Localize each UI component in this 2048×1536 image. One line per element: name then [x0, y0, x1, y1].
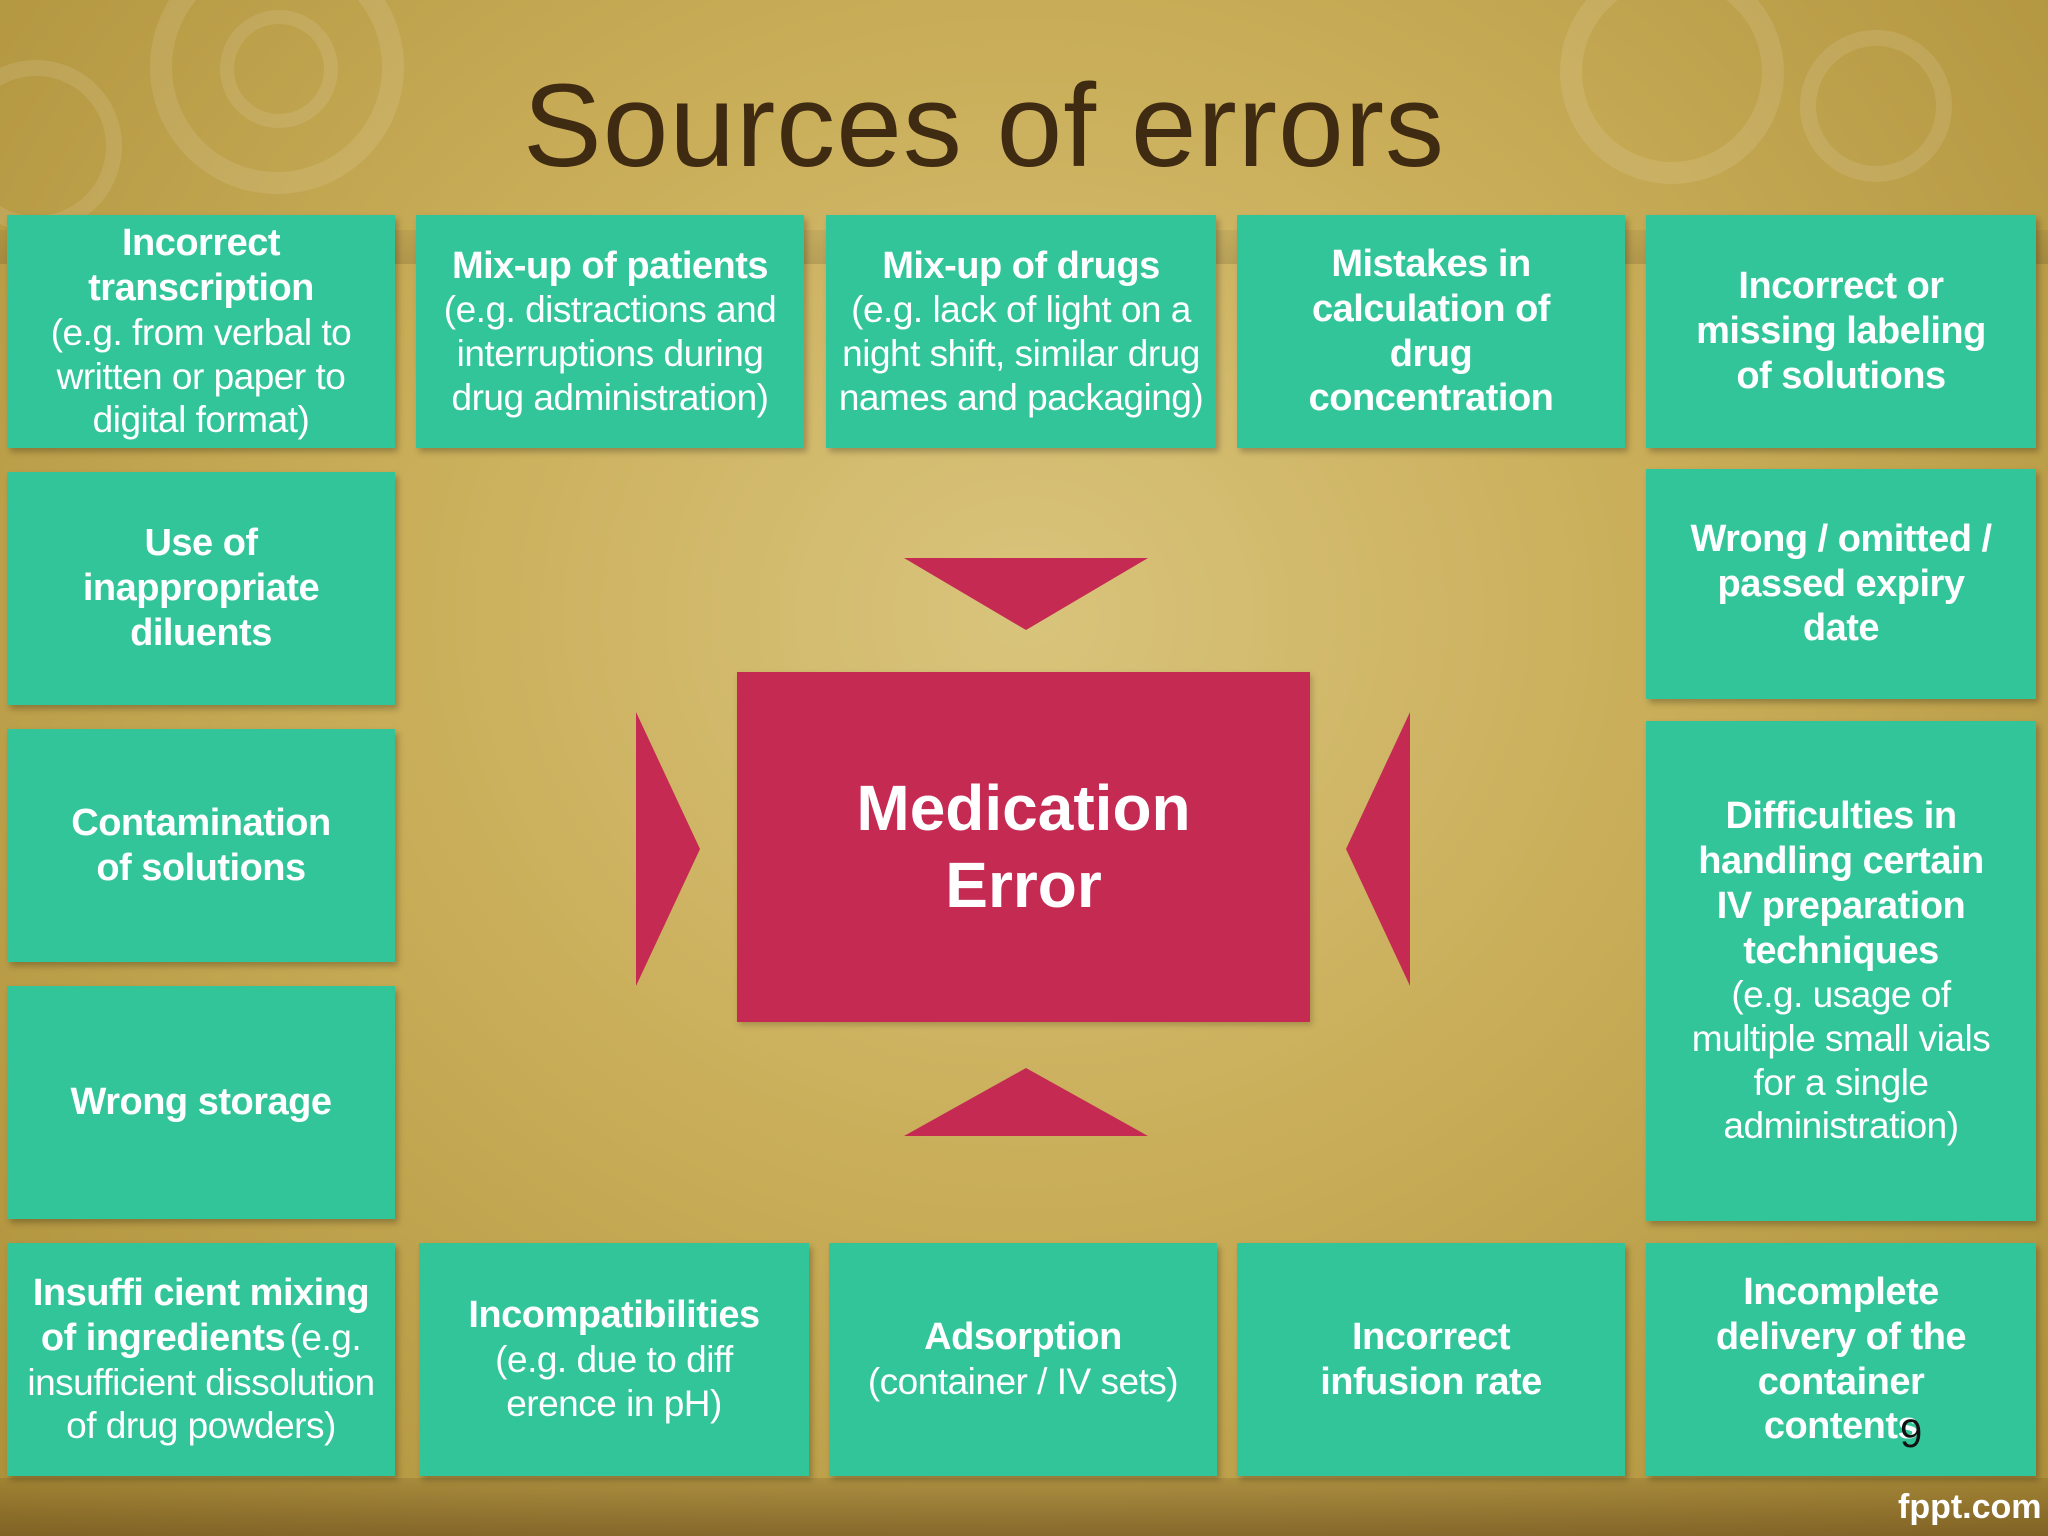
box-infusion-rate: Incorrect infusion rate — [1237, 1243, 1625, 1476]
box-heading: Incomplete delivery of the container con… — [1715, 1270, 1967, 1448]
box-storage: Wrong storage — [7, 986, 395, 1219]
box-heading: Mix-up of patients — [451, 244, 769, 287]
box-incompatibilities: Incompatibilities(e.g. due to diff erenc… — [419, 1243, 809, 1476]
box-heading: Use of inappropriate diluents — [82, 522, 320, 654]
box-heading: Mix-up of drugs — [882, 244, 1160, 287]
box-heading: Wrong / omitted / passed expiry date — [1690, 517, 1992, 650]
box-mixup-drugs: Mix-up of drugs(e.g. lack of light on a … — [826, 215, 1216, 448]
box-heading: Incorrect infusion rate — [1320, 1315, 1542, 1403]
box-mixing: Insuffi cient mixing of ingredients (e.g… — [7, 1243, 395, 1476]
box-heading: Wrong storage — [70, 1081, 332, 1124]
box-diluents: Use of inappropriate diluents — [7, 472, 395, 705]
arrow-down-icon — [904, 558, 1148, 630]
box-heading: Difficulties in handling certain IV prep… — [1698, 795, 1984, 972]
box-incorrect-transcription: Incorrect transcription(e.g. from verbal… — [7, 215, 395, 448]
box-heading: Mistakes in calculation of drug concentr… — [1308, 242, 1554, 420]
arrow-up-icon — [904, 1068, 1148, 1136]
box-heading: Incorrect transcription — [88, 222, 314, 310]
box-detail: (container / IV sets) — [867, 1361, 1179, 1403]
box-heading: Incorrect or missing labeling of solutio… — [1696, 265, 1986, 397]
center-line-1: Medication — [856, 772, 1191, 845]
box-heading: Incompatibilities — [468, 1294, 760, 1337]
box-labeling: Incorrect or missing labeling of solutio… — [1646, 215, 2036, 448]
box-expiry: Wrong / omitted / passed expiry date — [1646, 469, 2036, 699]
box-detail: (e.g. due to diff erence in pH) — [495, 1339, 733, 1424]
box-detail: (e.g. lack of light on a night shift, si… — [838, 289, 1204, 418]
box-contamination: Contamination of solutions — [7, 729, 395, 962]
arrow-right-icon — [636, 712, 700, 986]
footer-band — [0, 1478, 2048, 1536]
box-adsorption: Adsorption(container / IV sets) — [829, 1243, 1217, 1476]
brand-watermark: fppt.com — [1898, 1488, 2042, 1526]
box-incomplete-delivery: Incomplete delivery of the container con… — [1646, 1243, 2036, 1476]
box-difficulties: Difficulties in handling certain IV prep… — [1646, 721, 2036, 1221]
box-heading: Contamination of solutions — [71, 801, 331, 889]
box-detail: (e.g. from verbal to written or paper to… — [50, 311, 352, 441]
box-heading: Adsorption — [924, 1316, 1122, 1359]
arrow-left-icon — [1346, 712, 1410, 986]
box-calculation: Mistakes in calculation of drug concentr… — [1237, 215, 1625, 448]
box-detail: (e.g. usage of multiple small vials for … — [1691, 974, 1991, 1147]
slide-title: Sources of errors — [523, 60, 1445, 192]
center-line-2: Error — [945, 849, 1102, 921]
box-heading: Insuffi cient mixing of ingredients — [32, 1272, 370, 1359]
box-detail: (e.g. distractions and interruptions dur… — [443, 289, 777, 418]
page-number: 9 — [1900, 1412, 1923, 1456]
box-detail: (e.g. insufficient dissolution of drug p… — [27, 1316, 375, 1447]
box-mixup-patients: Mix-up of patients(e.g. distractions and… — [416, 215, 804, 448]
